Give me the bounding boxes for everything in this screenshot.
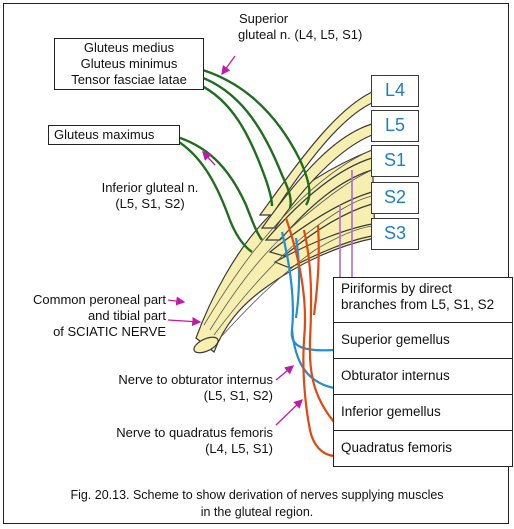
sciatic-nerve-label: Common peroneal part and tibial part of … xyxy=(11,292,166,340)
root-box-l4: L4 xyxy=(371,75,419,107)
arrow-obturator-nerve xyxy=(276,366,293,380)
arrow-quadratus-nerve xyxy=(276,400,302,425)
inferior-gluteal-line1: Inferior gluteal n. xyxy=(75,180,225,196)
inferior-gluteal-line2: (L5, S1, S2) xyxy=(75,196,225,212)
quadratus-femoris-cell: Quadratus femoris xyxy=(333,431,513,467)
obturator-internus-cell: Obturator internus xyxy=(333,359,513,395)
arrow-tibial-part xyxy=(168,320,200,322)
gluteus-medius-box: Gluteus medius Gluteus minimus Tensor fa… xyxy=(54,38,204,90)
tibial-part-text: and tibial part xyxy=(11,308,166,324)
root-box-s2: S2 xyxy=(371,182,419,214)
gluteus-minimus-text: Gluteus minimus xyxy=(60,56,198,72)
caption-line1: Fig. 20.13. Scheme to show derivation of… xyxy=(0,487,514,504)
gluteus-maximus-box: Gluteus maximus xyxy=(48,125,180,145)
quadratus-nerve-line2: (L4, L5, S1) xyxy=(78,441,273,457)
arrow-common-peroneal xyxy=(168,300,184,302)
superior-gemellus-cell: Superior gemellus xyxy=(333,323,513,359)
superior-gluteal-line1: Superior xyxy=(238,11,362,27)
sciatic-nerve-text: of SCIATIC NERVE xyxy=(11,324,166,340)
obturator-nerve-line2: (L5, S1, S2) xyxy=(83,388,273,404)
inferior-gluteal-label: Inferior gluteal n. (L5, S1, S2) xyxy=(75,180,225,212)
root-box-s3: S3 xyxy=(371,218,419,250)
caption-line2: in the gluteal region. xyxy=(0,504,514,521)
superior-gluteal-line2: gluteal n. (L4, L5, S1) xyxy=(238,27,362,43)
piriformis-line1: Piriformis by direct xyxy=(341,281,505,297)
figure-caption: Fig. 20.13. Scheme to show derivation of… xyxy=(0,487,514,521)
obturator-nerve-line1: Nerve to obturator internus xyxy=(83,372,273,388)
common-peroneal-text: Common peroneal part xyxy=(11,292,166,308)
inferior-gemellus-text: Inferior gemellus xyxy=(341,404,441,419)
superior-gluteal-label: Superior gluteal n. (L4, L5, S1) xyxy=(238,11,362,43)
gluteus-maximus-text: Gluteus maximus xyxy=(54,127,154,142)
inferior-gemellus-cell: Inferior gemellus xyxy=(333,395,513,431)
piriformis-cell: Piriformis by direct branches from L5, S… xyxy=(333,277,513,323)
quadratus-nerve-line1: Nerve to quadratus femoris xyxy=(78,425,273,441)
obturator-nerve-label: Nerve to obturator internus (L5, S1, S2) xyxy=(83,372,273,404)
root-box-s1: S1 xyxy=(371,145,419,177)
gluteus-medius-text: Gluteus medius xyxy=(60,40,198,56)
root-box-l5: L5 xyxy=(371,110,419,142)
quadratus-nerve-label: Nerve to quadratus femoris (L4, L5, S1) xyxy=(78,425,273,457)
tensor-fasciae-latae-text: Tensor fasciae latae xyxy=(60,72,198,88)
arrow-superior-gluteal xyxy=(222,56,235,74)
obturator-internus-text: Obturator internus xyxy=(341,368,450,383)
piriformis-line2: branches from L5, S1, S2 xyxy=(341,297,505,313)
superior-gemellus-text: Superior gemellus xyxy=(341,332,450,347)
quadratus-femoris-text: Quadratus femoris xyxy=(341,440,452,455)
